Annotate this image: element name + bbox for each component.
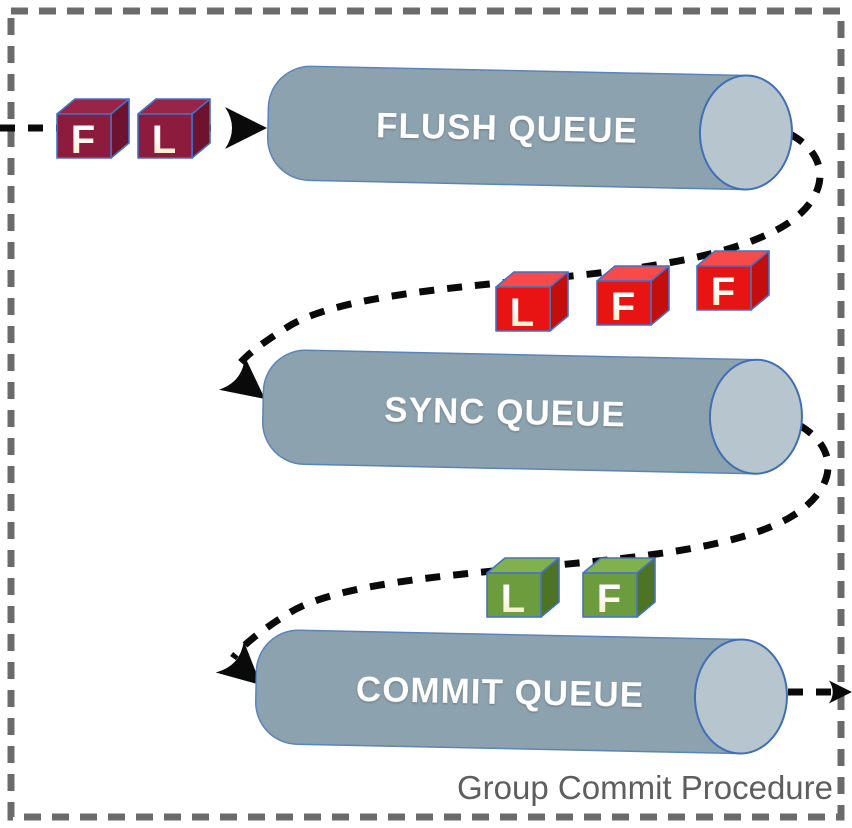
cube-letter: F [71, 118, 95, 162]
cube-front-face [596, 280, 652, 326]
commit-queue-label: COMMIT QUEUE [356, 670, 645, 715]
cube-letter: L [501, 577, 525, 621]
commit-queue-cylinder: COMMIT QUEUE [254, 629, 788, 755]
sync-queue-cylinder: SYNC QUEUE [261, 349, 803, 475]
flush-queue-endcap [698, 74, 793, 191]
cube-letter: L [152, 118, 176, 162]
flush-queue-label: FLUSH QUEUE [376, 106, 639, 150]
cube-front-face [495, 286, 551, 332]
arrowhead-into-flush-icon [225, 107, 267, 149]
flush-queue-cylinder: FLUSH QUEUE [266, 65, 793, 191]
synced-cube-l: L [486, 557, 560, 621]
cube-front-face [582, 572, 638, 618]
cube-front-face [696, 265, 752, 311]
flushed-cube-l: L [495, 271, 569, 335]
cube-letter: F [711, 270, 735, 314]
flow-curve-flush-to-sync [230, 130, 824, 374]
cube-letter: F [611, 285, 635, 329]
cube-letter: L [510, 291, 534, 335]
cube-letter: F [597, 577, 621, 621]
cube-front-face [56, 113, 112, 159]
arrowhead-into-commit-icon [215, 641, 261, 685]
incoming-cube-f: F [56, 98, 130, 162]
arrowhead-outgoing-icon [828, 680, 852, 704]
arrowhead-into-sync-icon [218, 356, 265, 399]
sync-queue-endcap [708, 358, 803, 475]
incoming-cube-l: L [137, 98, 211, 162]
dashed-border [7, 7, 845, 821]
commit-queue-endcap [693, 638, 788, 755]
flushed-cube-f2: F [696, 250, 770, 314]
diagram-caption: Group Commit Procedure [457, 769, 833, 806]
flushed-cube-f1: F [596, 265, 670, 329]
synced-cube-f: F [582, 557, 656, 621]
sync-queue-label: SYNC QUEUE [384, 390, 626, 434]
cube-front-face [137, 113, 193, 159]
cube-front-face [486, 572, 542, 618]
